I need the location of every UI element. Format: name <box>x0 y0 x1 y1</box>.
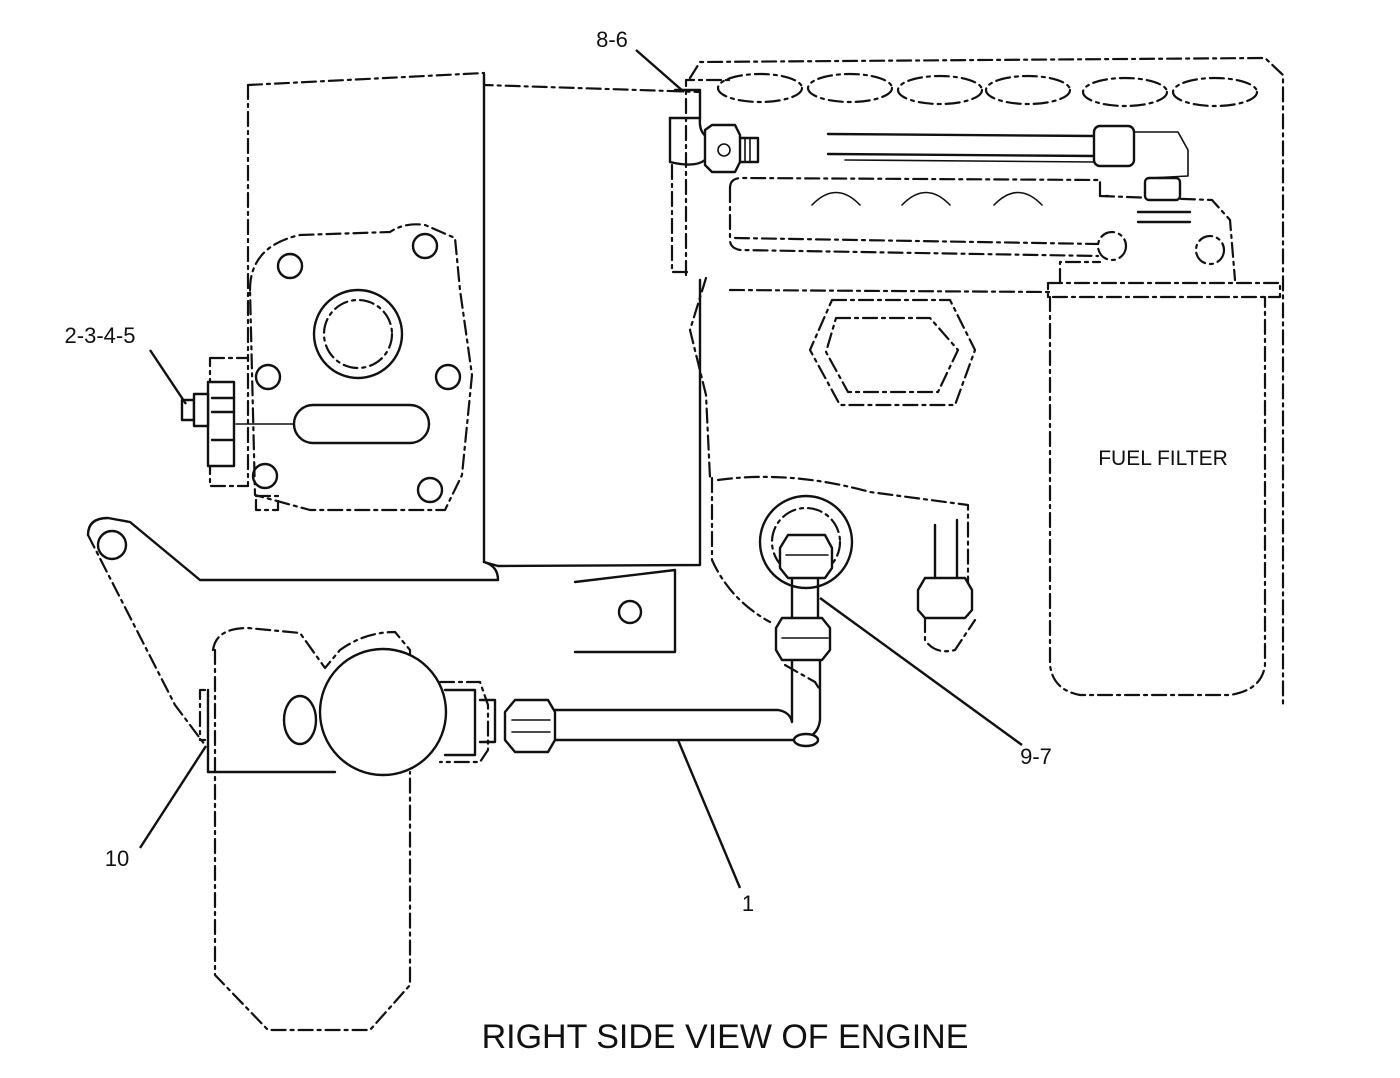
block-port <box>808 298 977 407</box>
plate-bolts <box>251 232 462 504</box>
callout-1: 1 <box>742 891 754 916</box>
leader-1 <box>676 739 742 889</box>
fuel-filter: FUEL FILTER <box>1046 260 1282 697</box>
callout-9-7: 9-7 <box>1020 744 1052 769</box>
fuel-line-1 <box>503 573 832 754</box>
leader-10 <box>138 745 208 849</box>
fuel-filter-label: FUEL FILTER <box>1098 447 1228 470</box>
cylinder-head <box>728 176 1237 282</box>
callout-10: 10 <box>105 846 129 871</box>
diagram-caption: RIGHT SIDE VIEW OF ENGINE <box>482 1018 969 1056</box>
callout-8-6: 8-6 <box>596 27 628 52</box>
pump-housing <box>246 71 702 568</box>
leader-2-3-4-5 <box>149 349 187 405</box>
leader-9-7 <box>819 597 1023 746</box>
bracket <box>86 516 677 747</box>
engine-block <box>684 56 1285 707</box>
drain-elbow <box>916 518 977 653</box>
fuel-rail <box>826 124 1189 179</box>
fitting-8-6 <box>668 88 760 274</box>
callout-2-3-4-5: 2-3-4-5 <box>65 323 136 348</box>
secondary-filter <box>198 626 497 1032</box>
mounting-plate <box>235 223 474 512</box>
cylinder-bores <box>716 72 1259 108</box>
callout-labels: 8-6 2-3-4-5 9-7 10 1 <box>65 27 1052 916</box>
fitting-2-3-4-5 <box>180 356 280 512</box>
leader-8-6 <box>635 49 685 93</box>
callout-leaders <box>138 49 1023 889</box>
fitting-9-7 <box>710 475 970 624</box>
